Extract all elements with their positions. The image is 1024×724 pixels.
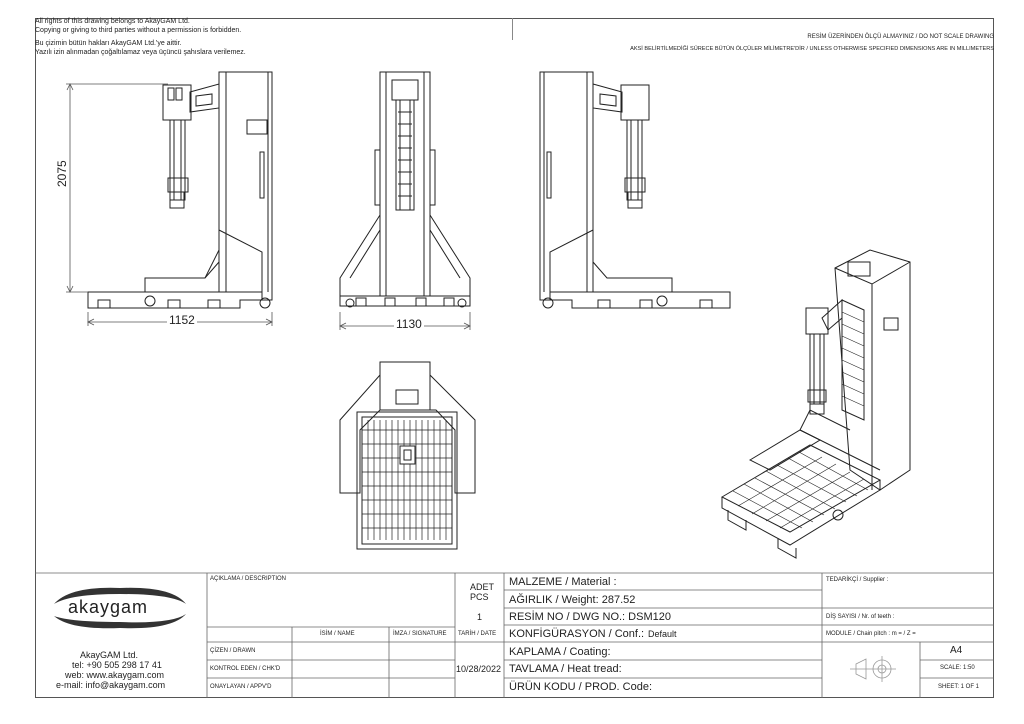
dimension-width-front: 1130 — [394, 317, 424, 331]
logo-wave-icon — [54, 587, 186, 629]
dimension-width-side: 1152 — [167, 313, 197, 327]
units-notice: AKSİ BELİRTİLMEDİĞİ SÜRECE BÜTÜN ÖLÇÜLER… — [630, 46, 994, 52]
title-block-grid — [35, 572, 994, 698]
scale-value: SCALE: 1:50 — [940, 665, 975, 671]
supplier-label: TEDARİKÇİ / Supplier : — [826, 577, 889, 583]
teeth-label: DİŞ SAYISI / Nr. of teeth : — [826, 614, 895, 620]
notice-en-2: Copying or giving to third parties witho… — [35, 27, 242, 34]
company-name: AkayGAM Ltd. — [80, 650, 139, 660]
company-logo: akaygam — [50, 584, 190, 632]
notice-en-1: All rights of this drawing belongs to Ak… — [35, 18, 190, 25]
qty-value: 1 — [477, 612, 483, 622]
top-view — [339, 361, 476, 550]
header-separator — [512, 18, 513, 40]
product-code-label: ÜRÜN KODU / PROD. Code: — [509, 681, 653, 693]
sheet-number: SHEET: 1 OF 1 — [938, 684, 980, 690]
projection-symbol-icon — [850, 656, 896, 682]
drawn-label: ÇİZEN / DRAWN — [210, 648, 256, 654]
company-tel: tel: +90 505 298 17 41 — [72, 660, 162, 670]
scale-notice: RESİM ÜZERİNDEN ÖLÇÜ ALMAYINIZ / DO NOT … — [807, 34, 994, 40]
isometric-view — [720, 249, 911, 559]
logo-text: akaygam — [68, 597, 149, 617]
signature-label: İMZA / SIGNATURE — [393, 631, 447, 637]
checked-label: KONTROL EDEN / CHK'D — [210, 666, 281, 672]
dimension-height: 2075 — [55, 160, 69, 187]
configuration-value: Default — [648, 629, 677, 639]
sheet-size: A4 — [950, 645, 963, 656]
coating-label: KAPLAMA / Coating: — [509, 646, 611, 658]
side-view-right — [539, 71, 731, 309]
module-label: MODULE / Chain pitch : m = / Z = — [826, 631, 916, 637]
date-value: 10/28/2022 — [456, 664, 502, 674]
side-view-left — [87, 71, 273, 309]
qty-label-1: ADET — [470, 582, 495, 592]
qty-label-2: PCS — [470, 592, 489, 602]
company-web: web: www.akaygam.com — [65, 670, 165, 680]
notice-tr-2: Yazılı izin alınmadan çoğaltılamaz veya … — [35, 49, 246, 56]
front-view — [339, 71, 471, 308]
dimension-lines-left — [66, 83, 273, 326]
approved-label: ONAYLAYAN / APPV'D — [210, 684, 272, 690]
name-label: İSİM / NAME — [320, 631, 355, 637]
material-label: MALZEME / Material : — [509, 576, 617, 588]
description-label: AÇIKLAMA / DESCRIPTION — [210, 576, 287, 582]
notice-tr-1: Bu çizimin bütün hakları AkayGAM Ltd.'ye… — [35, 40, 182, 47]
dimension-lines-front — [339, 312, 471, 330]
sheet-frame — [35, 18, 994, 698]
weight-label: AĞIRLIK / Weight: 287.52 — [509, 594, 636, 606]
drawing-number-label: RESİM NO / DWG NO.: DSM120 — [509, 611, 671, 623]
heat-tread-label: TAVLAMA / Heat tread: — [509, 663, 622, 675]
date-label: TARİH / DATE — [458, 631, 497, 637]
company-email: e-mail: info@akaygam.com — [56, 680, 166, 690]
configuration-label: KONFİGÜRASYON / Conf.: — [509, 628, 645, 640]
